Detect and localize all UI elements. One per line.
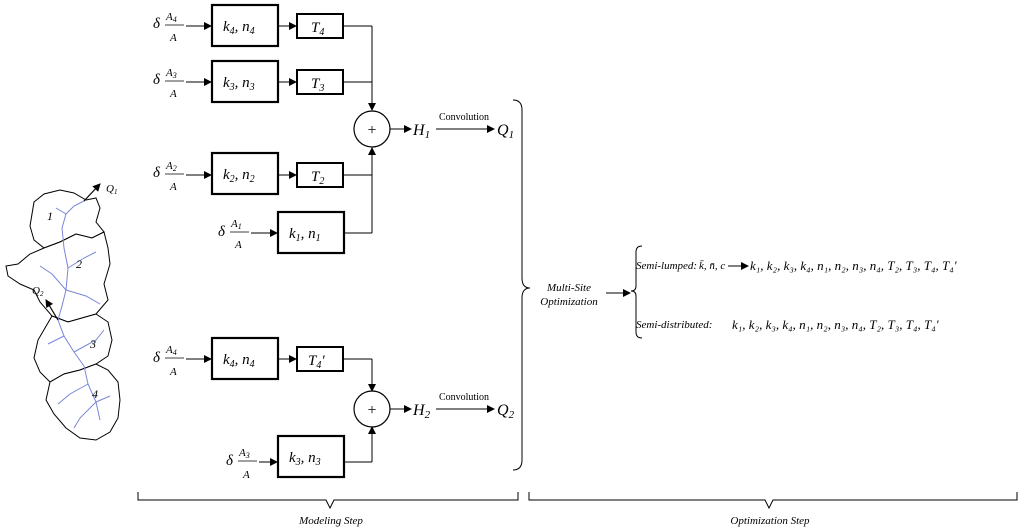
svg-text:T3: T3 bbox=[311, 76, 324, 94]
modeling-step-label: Modeling Step bbox=[298, 515, 363, 527]
svg-text:+: + bbox=[367, 122, 376, 139]
semi-distributed-outputs: k₁, k₂, k₃, k₄, n₁, n₂, n₃, n₄, T₂, T₃, … bbox=[732, 317, 939, 332]
input-fraction-row-3: δ A2 A bbox=[153, 160, 184, 193]
subbasin-4-label: 4 bbox=[92, 387, 98, 401]
svg-text:A: A bbox=[234, 239, 242, 251]
semi-lumped-outputs: k₁, k₂, k₃, k₄, n₁, n₂, n₃, n₄, T₂, T₃, … bbox=[750, 258, 957, 273]
input-fraction-row-1: δ A4 A bbox=[153, 11, 184, 44]
upper-collector-lines bbox=[343, 25, 376, 234]
semi-lumped-label: Semi-lumped: bbox=[636, 260, 697, 272]
input-fraction-row-6: δ A3 A bbox=[226, 447, 257, 481]
subbasin-3-label: 3 bbox=[89, 337, 96, 351]
svg-text:k2, n2: k2, n2 bbox=[223, 167, 255, 185]
input-arrows bbox=[186, 22, 278, 466]
modeling-step-bracket bbox=[137, 492, 519, 510]
svg-text:A: A bbox=[169, 366, 177, 378]
optimization-step-label: Optimization Step bbox=[730, 515, 810, 527]
h1-label: H1 bbox=[412, 122, 430, 141]
delay-block-t2: T2 bbox=[296, 162, 344, 188]
results-brace bbox=[630, 245, 643, 339]
svg-text:A4: A4 bbox=[165, 344, 177, 357]
svg-text:k4, n4: k4, n4 bbox=[223, 352, 255, 370]
summer-output-arrows bbox=[390, 125, 495, 413]
subbasin-4-shape bbox=[45, 363, 121, 441]
kn-block-2: k3, n3 bbox=[210, 59, 280, 104]
svg-text:A: A bbox=[169, 181, 177, 193]
q1-label: Q1 bbox=[497, 122, 514, 141]
multisite-brace bbox=[512, 99, 531, 471]
svg-text:A2: A2 bbox=[165, 160, 177, 173]
delay-block-t3: T3 bbox=[296, 69, 344, 95]
svg-text:δ: δ bbox=[153, 350, 161, 366]
river-network bbox=[39, 199, 111, 429]
convolution-label-upper: Convolution bbox=[439, 112, 489, 123]
svg-text:δ: δ bbox=[218, 224, 226, 240]
svg-text:δ: δ bbox=[153, 165, 161, 181]
kn-block-4: k1, n1 bbox=[276, 210, 346, 255]
svg-text:k4, n4: k4, n4 bbox=[223, 19, 255, 37]
svg-text:k3, n3: k3, n3 bbox=[223, 75, 255, 93]
outlet-q2-label: Q2 bbox=[32, 285, 44, 298]
multisite-label-line1: Multi-Site bbox=[546, 282, 591, 294]
delay-block-t4: T4 bbox=[296, 13, 344, 39]
svg-text:A1: A1 bbox=[230, 218, 242, 231]
semi-distributed-label: Semi-distributed: bbox=[636, 319, 712, 331]
svg-text:δ: δ bbox=[153, 72, 161, 88]
summer-upper: + bbox=[353, 110, 391, 148]
kn-block-6: k3, n3 bbox=[276, 434, 346, 479]
optimization-step-bracket bbox=[528, 492, 1018, 510]
semi-lumped-params: k̄, n̄, c bbox=[699, 260, 725, 272]
subbasin-2-label: 2 bbox=[76, 257, 82, 271]
svg-text:A: A bbox=[242, 469, 250, 481]
svg-text:A3: A3 bbox=[165, 67, 177, 80]
multisite-label-line2: Optimization bbox=[540, 296, 598, 308]
kn-block-5: k4, n4 bbox=[210, 336, 280, 381]
input-fraction-row-2: δ A3 A bbox=[153, 67, 184, 100]
svg-text:T4': T4' bbox=[308, 353, 325, 371]
outlet-q1-arrow bbox=[83, 183, 101, 202]
svg-text:+: + bbox=[367, 402, 376, 419]
watershed-map: Q1 Q2 1 2 3 4 bbox=[5, 183, 121, 441]
subbasin-2-shape bbox=[5, 231, 111, 323]
svg-text:k3, n3: k3, n3 bbox=[289, 450, 321, 468]
convolution-label-lower: Convolution bbox=[439, 392, 489, 403]
outlet-q1-label: Q1 bbox=[106, 183, 117, 196]
svg-text:A4: A4 bbox=[165, 11, 177, 24]
svg-text:T2: T2 bbox=[311, 169, 324, 187]
svg-text:δ: δ bbox=[153, 16, 161, 32]
svg-text:A: A bbox=[169, 32, 177, 44]
lower-collector-lines bbox=[343, 358, 376, 463]
block-to-delay-arrows bbox=[278, 22, 297, 363]
svg-text:A: A bbox=[169, 88, 177, 100]
svg-text:A3: A3 bbox=[238, 447, 250, 460]
svg-text:δ: δ bbox=[226, 453, 234, 469]
subbasin-1-label: 1 bbox=[47, 209, 53, 223]
input-fraction-row-4: δ A1 A bbox=[218, 218, 249, 251]
kn-block-1: k4, n4 bbox=[210, 3, 280, 48]
svg-text:k1, n1: k1, n1 bbox=[289, 226, 321, 244]
kn-block-3: k2, n2 bbox=[210, 151, 280, 196]
q2-label: Q2 bbox=[497, 402, 515, 421]
input-fraction-row-5: δ A4 A bbox=[153, 344, 184, 378]
delay-block-t4-prime: T4' bbox=[296, 346, 344, 372]
outlet-q2-arrow bbox=[45, 299, 59, 321]
subbasin-1-shape bbox=[29, 189, 105, 249]
h2-label: H2 bbox=[412, 402, 431, 421]
svg-text:T4: T4 bbox=[311, 20, 324, 38]
summer-lower: + bbox=[353, 390, 391, 428]
